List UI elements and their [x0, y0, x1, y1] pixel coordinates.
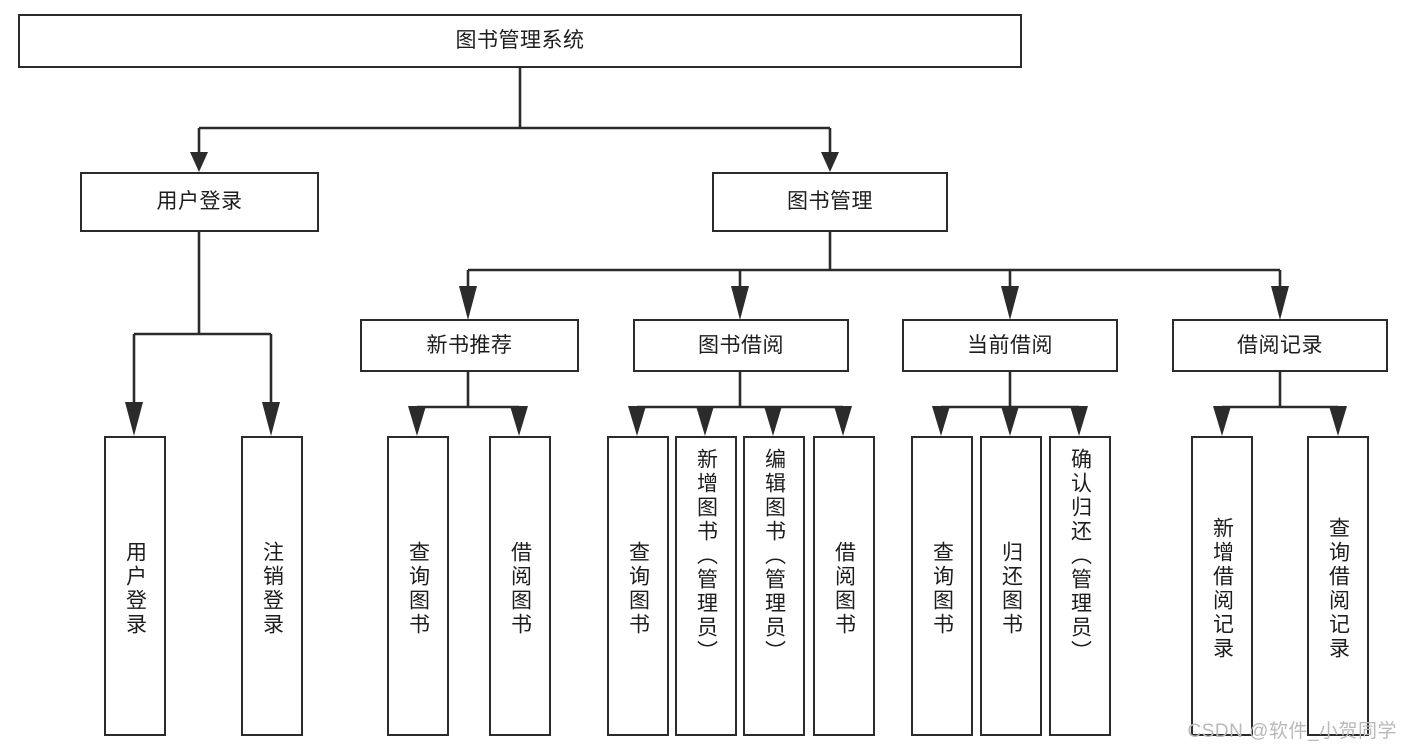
leaf-recommend-borrow-book[interactable]: 借阅图书: [489, 436, 551, 736]
leaf-label: 查询图书: [626, 541, 650, 637]
node-label: 图书管理: [787, 190, 873, 214]
leaf-borrow-add-book-admin[interactable]: 新增图书（管理员）: [675, 436, 737, 736]
leaf-recommend-query-book[interactable]: 查询图书: [387, 436, 449, 736]
node-label: 借阅记录: [1237, 333, 1323, 357]
node-label: 当前借阅: [967, 333, 1053, 357]
leaf-borrow-query-book[interactable]: 查询图书: [607, 436, 669, 736]
leaf-label: 归还图书: [999, 541, 1023, 637]
node-root-system[interactable]: 图书管理系统: [18, 14, 1022, 68]
leaf-label: 用户登录: [123, 541, 147, 637]
leaf-borrow-borrow-book[interactable]: 借阅图书: [813, 436, 875, 736]
leaf-user-login-signout[interactable]: 注销登录: [241, 436, 303, 736]
node-borrow-record[interactable]: 借阅记录: [1172, 319, 1388, 372]
node-label: 图书借阅: [698, 333, 784, 357]
leaf-record-query-record[interactable]: 查询借阅记录: [1307, 436, 1369, 736]
leaf-label: 编辑图书（管理员）: [762, 448, 786, 664]
leaf-label: 查询图书: [930, 541, 954, 637]
leaf-record-add-record[interactable]: 新增借阅记录: [1191, 436, 1253, 736]
node-user-login[interactable]: 用户登录: [80, 172, 319, 232]
node-label: 用户登录: [156, 190, 243, 214]
node-book-management[interactable]: 图书管理: [712, 172, 948, 232]
node-label: 新书推荐: [426, 333, 513, 357]
leaf-label: 查询借阅记录: [1326, 517, 1350, 661]
leaf-borrow-edit-book-admin[interactable]: 编辑图书（管理员）: [743, 436, 805, 736]
leaf-label: 查询图书: [406, 541, 430, 637]
node-book-borrow[interactable]: 图书借阅: [633, 319, 849, 372]
leaf-current-query-book[interactable]: 查询图书: [911, 436, 973, 736]
leaf-user-login-signin[interactable]: 用户登录: [104, 436, 166, 736]
leaf-label: 借阅图书: [508, 541, 532, 637]
csdn-watermark: CSDN @软件_小贺同学: [1187, 721, 1397, 742]
leaf-label: 确认归还（管理员）: [1068, 448, 1092, 664]
leaf-label: 借阅图书: [832, 541, 856, 637]
leaf-current-return-book[interactable]: 归还图书: [980, 436, 1042, 736]
node-current-borrow[interactable]: 当前借阅: [902, 319, 1118, 372]
node-label: 图书管理系统: [455, 29, 585, 53]
node-new-book-recommend[interactable]: 新书推荐: [360, 319, 579, 372]
leaf-label: 新增借阅记录: [1210, 517, 1234, 661]
leaf-current-confirm-return-admin[interactable]: 确认归还（管理员）: [1049, 436, 1111, 736]
leaf-label: 注销登录: [260, 541, 284, 637]
leaf-label: 新增图书（管理员）: [694, 448, 718, 664]
